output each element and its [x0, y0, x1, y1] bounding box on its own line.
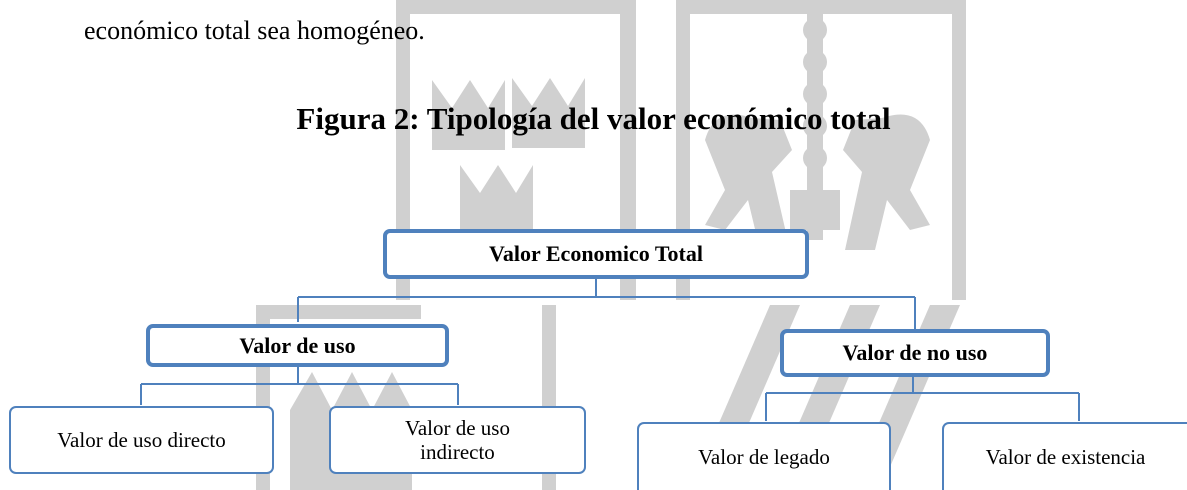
node-valor-de-uso: Valor de uso [146, 324, 449, 367]
node-label-line-2: indirecto [420, 440, 495, 464]
node-label: Valor de no uso [842, 340, 988, 365]
intro-text: económico total sea homogéneo. [84, 16, 425, 45]
node-label: Valor de existencia [985, 445, 1146, 469]
node-valor-de-existencia: Valor de existencia [942, 422, 1187, 490]
node-label-line-1: Valor de uso [405, 416, 510, 440]
figure-title: Figura 2: Tipología del valor económico … [296, 101, 891, 136]
root-connector [297, 278, 916, 329]
node-label: Valor de uso [239, 332, 356, 358]
node-label: Valor Economico Total [489, 241, 703, 266]
use-connector [140, 366, 459, 405]
non-use-connector [765, 376, 1080, 421]
node-valor-economico-total: Valor Economico Total [383, 229, 809, 279]
node-valor-uso-indirecto: Valor de uso indirecto [329, 406, 586, 474]
node-valor-de-no-uso: Valor de no uso [780, 329, 1050, 377]
node-valor-de-legado: Valor de legado [637, 422, 891, 490]
node-label: Valor de legado [698, 445, 830, 469]
node-valor-uso-directo: Valor de uso directo [9, 406, 274, 474]
node-label: Valor de uso directo [57, 428, 226, 452]
